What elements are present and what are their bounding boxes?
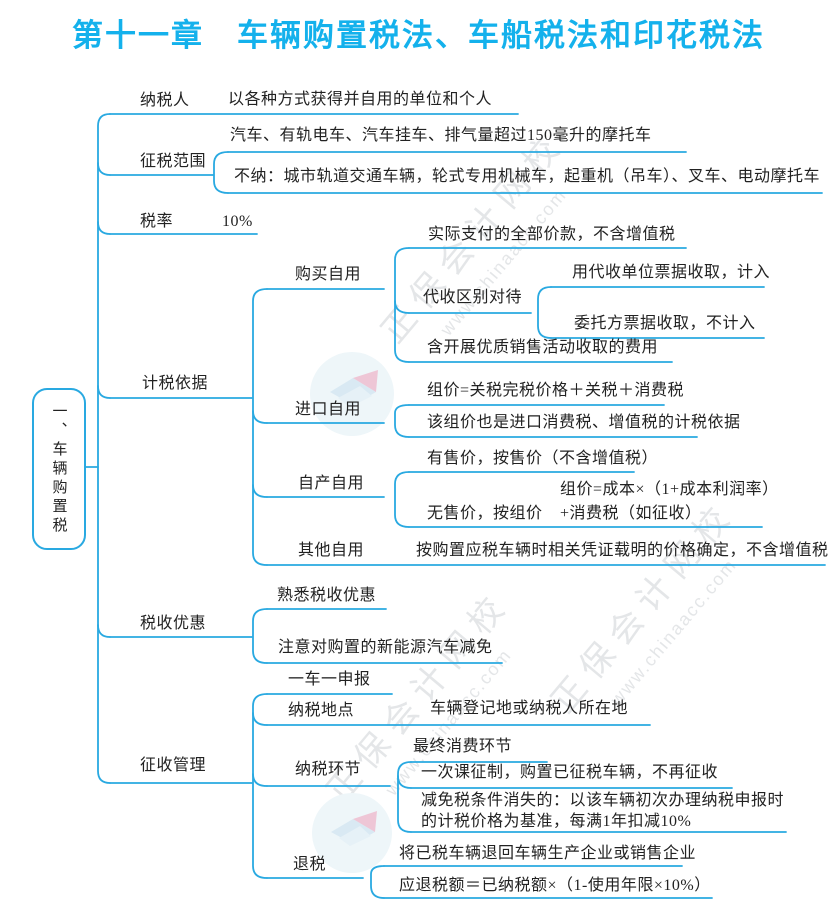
node-stage-label: 纳税环节: [295, 761, 362, 778]
node-selfmade-formula: 组价=成本×（1+成本利润率） +消费税（如征收）: [560, 481, 779, 522]
node-incentives-know: 熟悉税收优惠: [277, 587, 377, 604]
node-scope-label: 征税范围: [140, 153, 207, 170]
node-scope-included: 汽车、有轨电车、汽车挂车、排气量超过150毫升的摩托车: [230, 127, 652, 144]
node-refund-label: 退税: [293, 856, 327, 873]
node-rate-label: 税率: [140, 213, 174, 230]
node-incentives-label: 税收优惠: [140, 615, 207, 632]
chinaacc-logo-icon: [310, 352, 394, 436]
node-other-desc: 按购置应税车辆时相关凭证载明的价格确定，不含增值税: [416, 542, 829, 559]
node-taxpayer-label: 纳税人: [140, 92, 190, 109]
node-buy-fees: 含开展优质销售活动收取的费用: [427, 339, 659, 356]
node-buy-label: 购买自用: [295, 266, 362, 283]
node-basis-label: 计税依据: [142, 375, 209, 392]
page-title: 第十一章 车辆购置税法、车船税法和印花税法: [72, 18, 765, 53]
node-rate-value: 10%: [222, 213, 253, 230]
node-buy-price: 实际支付的全部价款，不含增值税: [428, 226, 676, 243]
node-admin-declare: 一车一申报: [288, 671, 371, 688]
node-place-desc: 车辆登记地或纳税人所在地: [430, 700, 629, 717]
node-taxpayer-desc: 以各种方式获得并自用的单位和个人: [228, 91, 493, 108]
node-place-label: 纳税地点: [288, 702, 355, 719]
node-incentives-newenergy: 注意对购置的新能源汽车减免: [278, 639, 493, 656]
node-other-label: 其他自用: [298, 542, 365, 559]
node-refund-formula: 应退税额＝已纳税额×（1-使用年限×10%）: [399, 877, 711, 894]
chinaacc-logo-icon: [312, 793, 392, 873]
node-selfmade-withprice: 有售价，按售价（不含增值税）: [427, 450, 659, 467]
node-scope-excluded: 不纳：城市轨道交通车辆，轮式专用机械车，起重机（吊车）、叉车、电动摩托车: [234, 168, 821, 185]
node-selfmade-label: 自产自用: [298, 475, 365, 492]
root-node-label: 一、车辆购置税: [50, 402, 67, 536]
root-node-vehicle-purchase-tax: 一、车辆购置税: [32, 388, 86, 550]
node-import-note: 该组价也是进口消费税、增值税的计税依据: [427, 414, 741, 431]
node-stage-once: 一次课征制，购置已征税车辆，不再征收: [421, 764, 719, 781]
node-import-formula: 组价=关税完税价格＋关税＋消费税: [427, 382, 685, 399]
node-admin-label: 征收管理: [140, 757, 207, 774]
node-import-label: 进口自用: [295, 401, 362, 418]
node-selfmade-noprice: 无售价，按组价: [427, 505, 543, 522]
node-stage-exemption-lost: 减免税条件消失的：以该车辆初次办理纳税申报时的计税价格为基准，每满1年扣减10%: [421, 792, 785, 830]
node-collect-exclude: 委托方票据收取，不计入: [574, 315, 756, 332]
node-collect-include: 用代收单位票据收取，计入: [572, 264, 771, 281]
node-refund-condition: 将已税车辆退回车辆生产企业或销售企业: [399, 845, 697, 862]
node-stage-final: 最终消费环节: [413, 738, 513, 755]
node-collect-label: 代收区别对待: [423, 289, 523, 306]
